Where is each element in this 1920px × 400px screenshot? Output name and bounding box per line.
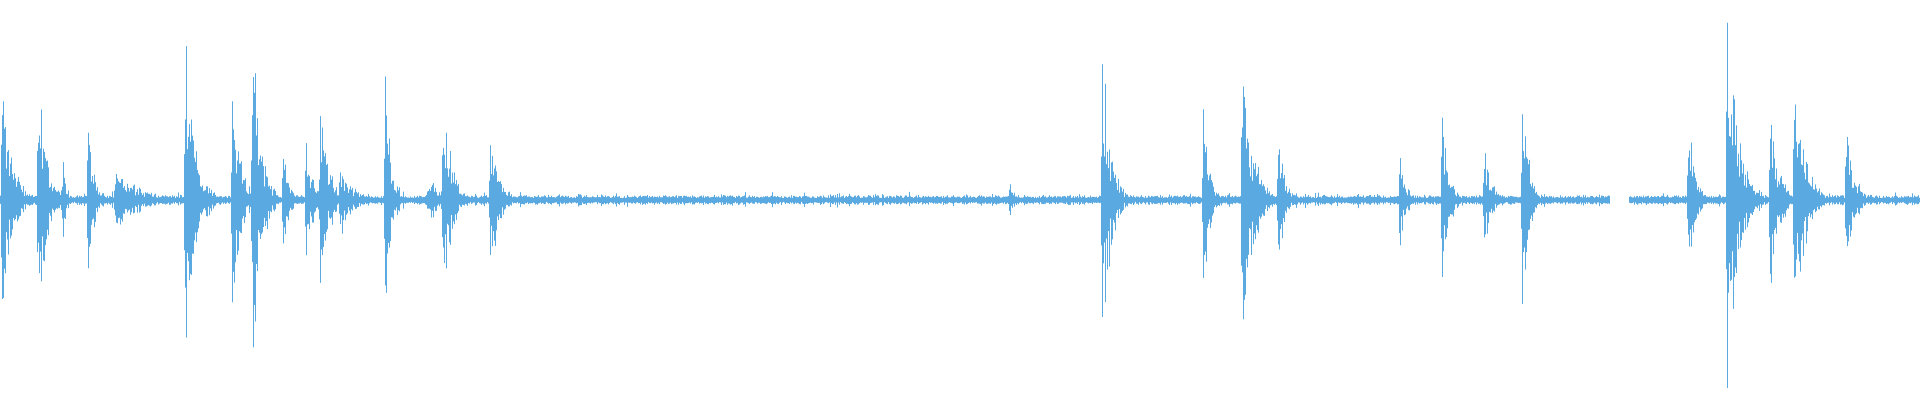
waveform-bars <box>0 22 1920 388</box>
